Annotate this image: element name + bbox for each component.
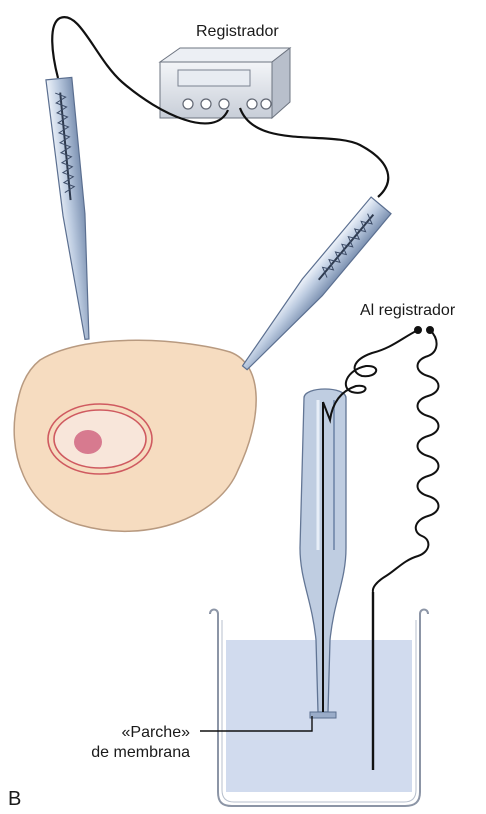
cell (14, 340, 256, 531)
membrane-patch-label-line1: «Parche» (40, 723, 190, 743)
recorder-label: Registrador (196, 22, 279, 42)
terminal-left (415, 327, 421, 333)
patch-tip (310, 712, 336, 718)
to-recorder-label: Al registrador (360, 301, 455, 321)
nucleolus (74, 430, 102, 454)
membrane-patch-label-line2: de membrana (40, 743, 190, 763)
recorder-display (178, 70, 250, 86)
right-pipette-electrode (319, 215, 374, 280)
recorder-device (160, 48, 290, 118)
left-pipette (46, 77, 97, 340)
right-pipette (235, 197, 391, 376)
panel-letter: B (8, 789, 21, 809)
terminal-right (427, 327, 433, 333)
membrane-patch-label: «Parche» de membrana (40, 723, 190, 763)
